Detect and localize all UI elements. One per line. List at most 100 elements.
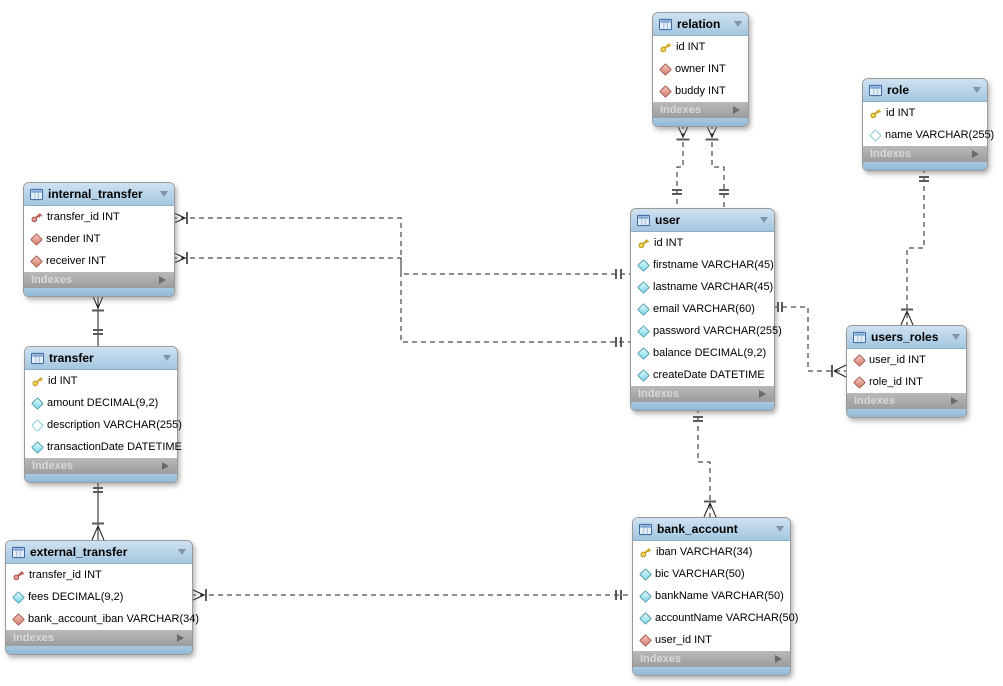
- indexes-bar[interactable]: Indexes: [653, 102, 748, 118]
- collapse-arrow-icon[interactable]: [178, 549, 186, 555]
- column-label: transfer_id INT: [47, 211, 120, 223]
- collapse-arrow-icon[interactable]: [952, 334, 960, 340]
- relationship-external-transfer-transfer[interactable]: [91, 480, 105, 541]
- table-transfer-header[interactable]: transfer: [25, 347, 177, 370]
- indexes-bar[interactable]: Indexes: [631, 386, 774, 402]
- column-label: transfer_id INT: [29, 569, 102, 581]
- table-bank-account[interactable]: bank_account iban VARCHAR(34) bic VARCHA…: [632, 517, 798, 676]
- table-role[interactable]: role id INT name VARCHAR(255) Indexes: [862, 78, 994, 171]
- column-row[interactable]: user_id INT: [847, 349, 966, 371]
- collapse-arrow-icon[interactable]: [776, 526, 784, 532]
- column-label: description VARCHAR(255): [47, 419, 182, 431]
- table-relation-header[interactable]: relation: [653, 13, 748, 36]
- column-row[interactable]: user_id INT: [633, 629, 790, 651]
- column-row[interactable]: id INT: [25, 370, 177, 392]
- relationship-external-transfer-bank-account[interactable]: [190, 588, 632, 602]
- relationship-internal-transfer-receiver-user[interactable]: [171, 251, 630, 347]
- column-row[interactable]: balance DECIMAL(9,2): [631, 342, 774, 364]
- column-row[interactable]: description VARCHAR(255): [25, 414, 182, 436]
- column-row[interactable]: name VARCHAR(255): [863, 124, 994, 146]
- collapse-arrow-icon[interactable]: [973, 87, 981, 93]
- indexes-bar[interactable]: Indexes: [6, 630, 192, 646]
- column-row[interactable]: amount DECIMAL(9,2): [25, 392, 177, 414]
- indexes-bar[interactable]: Indexes: [633, 651, 790, 667]
- table-user-header[interactable]: user: [631, 209, 774, 232]
- column-row[interactable]: transactionDate DATETIME: [25, 436, 182, 458]
- column-label: transactionDate DATETIME: [47, 441, 182, 453]
- table-internal-transfer-header[interactable]: internal_transfer: [24, 183, 174, 206]
- indexes-label: Indexes: [638, 388, 679, 400]
- column-row[interactable]: role_id INT: [847, 371, 966, 393]
- column-label: id INT: [676, 41, 706, 53]
- column-row[interactable]: id INT: [631, 232, 774, 254]
- table-bank-account-header[interactable]: bank_account: [633, 518, 790, 541]
- column-row[interactable]: accountName VARCHAR(50): [633, 607, 798, 629]
- column-row[interactable]: receiver INT: [24, 250, 174, 272]
- relationship-role-users-roles[interactable]: [900, 168, 929, 326]
- column-label: fees DECIMAL(9,2): [28, 591, 124, 603]
- column-row[interactable]: iban VARCHAR(34): [633, 541, 790, 563]
- column-label: bank_account_iban VARCHAR(34): [28, 613, 199, 625]
- indexes-label: Indexes: [870, 148, 911, 160]
- table-title: users_roles: [871, 330, 939, 344]
- column-row[interactable]: id INT: [863, 102, 987, 124]
- table-title: bank_account: [657, 522, 738, 536]
- collapse-arrow-icon[interactable]: [160, 191, 168, 197]
- expand-arrow-icon: [972, 150, 979, 158]
- indexes-bar[interactable]: Indexes: [24, 272, 174, 288]
- column-label: firstname VARCHAR(45): [653, 259, 774, 271]
- column-row[interactable]: lastname VARCHAR(45): [631, 276, 774, 298]
- collapse-arrow-icon[interactable]: [163, 355, 171, 361]
- table-role-header[interactable]: role: [863, 79, 987, 102]
- relationship-internal-transfer-sender-user[interactable]: [171, 211, 630, 279]
- column-row[interactable]: bic VARCHAR(50): [633, 563, 790, 585]
- primary-key-icon: [637, 237, 650, 250]
- table-transfer[interactable]: transfer id INT amount DECIMAL(9,2) desc…: [24, 346, 182, 483]
- foreign-key-icon: [659, 62, 672, 76]
- primary-key-icon: [639, 546, 652, 559]
- column-label: iban VARCHAR(34): [656, 546, 753, 558]
- relationship-relation-buddy-user[interactable]: [705, 123, 730, 208]
- column-row[interactable]: fees DECIMAL(9,2): [6, 586, 192, 608]
- column-row[interactable]: bank_account_iban VARCHAR(34): [6, 608, 199, 630]
- relationship-user-users-roles[interactable]: [773, 302, 847, 378]
- table-internal-transfer[interactable]: internal_transfer transfer_id INT sender…: [23, 182, 175, 297]
- relationship-relation-owner-user[interactable]: [672, 123, 690, 208]
- table-relation[interactable]: relation id INT owner INT buddy INT Inde…: [652, 12, 749, 127]
- indexes-bar[interactable]: Indexes: [847, 393, 966, 409]
- column-row[interactable]: sender INT: [24, 228, 174, 250]
- expand-arrow-icon: [159, 276, 166, 284]
- expand-arrow-icon: [775, 655, 782, 663]
- column-label: amount DECIMAL(9,2): [47, 397, 159, 409]
- table-icon: [659, 18, 672, 31]
- collapse-arrow-icon[interactable]: [734, 21, 742, 27]
- indexes-bar[interactable]: Indexes: [863, 146, 987, 162]
- column-label: id INT: [886, 107, 916, 119]
- column-label: receiver INT: [46, 255, 106, 267]
- column-row[interactable]: transfer_id INT: [6, 564, 192, 586]
- expand-arrow-icon: [733, 106, 740, 114]
- collapse-arrow-icon[interactable]: [760, 217, 768, 223]
- column-row[interactable]: createDate DATETIME: [631, 364, 774, 386]
- column-row[interactable]: transfer_id INT: [24, 206, 174, 228]
- table-external-transfer-header[interactable]: external_transfer: [6, 541, 192, 564]
- table-users-roles-header[interactable]: users_roles: [847, 326, 966, 349]
- column-label: name VARCHAR(255): [885, 129, 995, 141]
- table-icon: [12, 546, 25, 559]
- column-row[interactable]: id INT: [653, 36, 748, 58]
- column-row[interactable]: owner INT: [653, 58, 748, 80]
- column-row[interactable]: firstname VARCHAR(45): [631, 254, 774, 276]
- table-external-transfer[interactable]: external_transfer transfer_id INT fees D…: [5, 540, 199, 655]
- column-row[interactable]: password VARCHAR(255): [631, 320, 782, 342]
- column-row[interactable]: buddy INT: [653, 80, 748, 102]
- relationship-user-bank-account[interactable]: [693, 408, 717, 518]
- indexes-bar[interactable]: Indexes: [25, 458, 177, 474]
- table-title: external_transfer: [30, 545, 128, 559]
- column-row[interactable]: bankName VARCHAR(50): [633, 585, 790, 607]
- table-users-roles[interactable]: users_roles user_id INT role_id INT Inde…: [846, 325, 967, 418]
- relationship-internal-transfer-transfer[interactable]: [91, 293, 105, 346]
- table-user[interactable]: user id INT firstname VARCHAR(45) lastna…: [630, 208, 782, 411]
- column-row[interactable]: email VARCHAR(60): [631, 298, 774, 320]
- table-footer-strip: [24, 288, 174, 296]
